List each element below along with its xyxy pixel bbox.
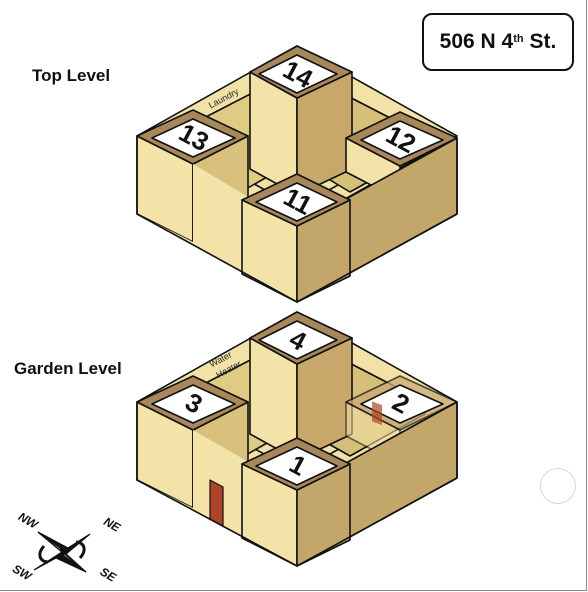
garden-level-outline — [136, 402, 458, 567]
address-suffix: St. — [529, 30, 557, 53]
block-2-door — [372, 401, 382, 426]
compass-ne-label: NE — [101, 514, 123, 535]
address-ordinal: th — [513, 33, 524, 45]
block-12-cap — [360, 120, 444, 160]
compass-nw-label: NW — [16, 509, 42, 532]
address-street-number: 506 N 4 — [439, 30, 514, 53]
block-13-cap — [151, 118, 236, 158]
block-14-cap — [258, 54, 338, 94]
top-level-label: Top Level — [32, 66, 111, 85]
block-4-cap — [258, 320, 338, 360]
compass-sw-label: SW — [10, 562, 35, 585]
compass-star-icon — [33, 531, 91, 573]
top-level-outline — [136, 136, 458, 303]
block-11-cap — [255, 182, 338, 222]
block-3-cap — [151, 384, 236, 424]
compass-se-label: SE — [98, 564, 120, 585]
entry-door — [209, 479, 224, 527]
compass-rose: NW NE SW SE — [10, 509, 123, 585]
top-level-building — [136, 45, 458, 303]
garden-level-label: Garden Level — [14, 359, 122, 378]
scroll-indicator[interactable] — [540, 468, 576, 504]
block-1-cap — [255, 446, 338, 486]
garden-level-building — [136, 311, 458, 567]
